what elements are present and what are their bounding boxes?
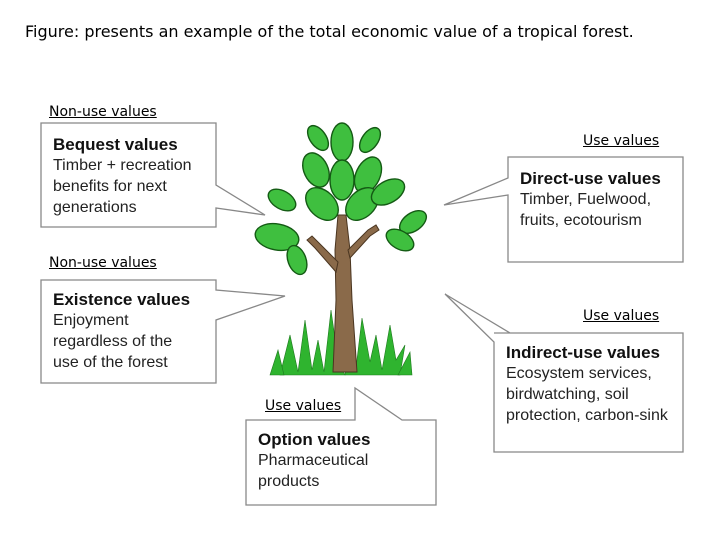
indirect-use-line: birdwatching, soil <box>506 386 629 403</box>
existence-values-title: Existence values <box>53 290 191 309</box>
bequest-line: benefits for next <box>53 178 167 195</box>
option-line: Pharmaceutical <box>258 452 369 469</box>
direct-use-values-title: Direct-use values <box>520 169 661 188</box>
figure-caption: Figure: presents an example of the total… <box>25 22 634 41</box>
existence-callout-shape <box>40 279 286 384</box>
tree-trunk <box>306 214 380 373</box>
tree-leaves <box>254 122 428 276</box>
indirect-use-values-title: Indirect-use values <box>506 343 661 362</box>
direct-use-callout-shape <box>443 156 684 263</box>
indirect-use-values-box: Indirect-use values Ecosystem services, … <box>494 335 683 426</box>
bequest-values-box: Bequest values Timber + recreation benef… <box>41 127 216 218</box>
indirect-use-values-description: Ecosystem services, birdwatching, soil p… <box>506 363 683 426</box>
label-use-bottom: Use values <box>265 398 342 414</box>
callout-shapes <box>40 122 684 506</box>
indirect-use-line: Ecosystem services, <box>506 365 652 382</box>
existence-values-description: Enjoyment regardless of the use of the f… <box>53 310 216 373</box>
direct-use-line: fruits, ecotourism <box>520 212 642 229</box>
indirect-use-line: protection, carbon-sink <box>506 407 668 424</box>
label-non-use-middle: Non-use values <box>49 255 157 271</box>
existence-line: regardless of the <box>53 333 173 350</box>
bequest-callout-shape <box>40 122 266 228</box>
label-use-middle: Use values <box>583 308 660 324</box>
bequest-values-description: Timber + recreation benefits for next ge… <box>53 155 216 218</box>
option-values-description: Pharmaceutical products <box>258 450 436 492</box>
bequest-line: generations <box>53 199 137 216</box>
grass <box>269 309 413 376</box>
existence-values-box: Existence values Enjoyment regardless of… <box>41 282 216 373</box>
existence-line: Enjoyment <box>53 312 129 329</box>
bequest-line: Timber + recreation <box>53 157 192 174</box>
bequest-values-title: Bequest values <box>53 135 178 154</box>
direct-use-values-description: Timber, Fuelwood, fruits, ecotourism <box>520 189 683 231</box>
label-use-top: Use values <box>583 133 660 149</box>
direct-use-line: Timber, Fuelwood, <box>520 191 652 208</box>
label-non-use-top: Non-use values <box>49 104 157 120</box>
option-values-box: Option values Pharmaceutical products <box>246 422 436 492</box>
direct-use-values-box: Direct-use values Timber, Fuelwood, frui… <box>508 161 683 231</box>
option-line: products <box>258 473 320 490</box>
tree-illustration <box>254 122 428 376</box>
existence-line: use of the forest <box>53 354 168 371</box>
indirect-use-callout-shape <box>444 293 684 453</box>
option-callout-shape <box>245 386 437 506</box>
option-values-title: Option values <box>258 430 371 449</box>
